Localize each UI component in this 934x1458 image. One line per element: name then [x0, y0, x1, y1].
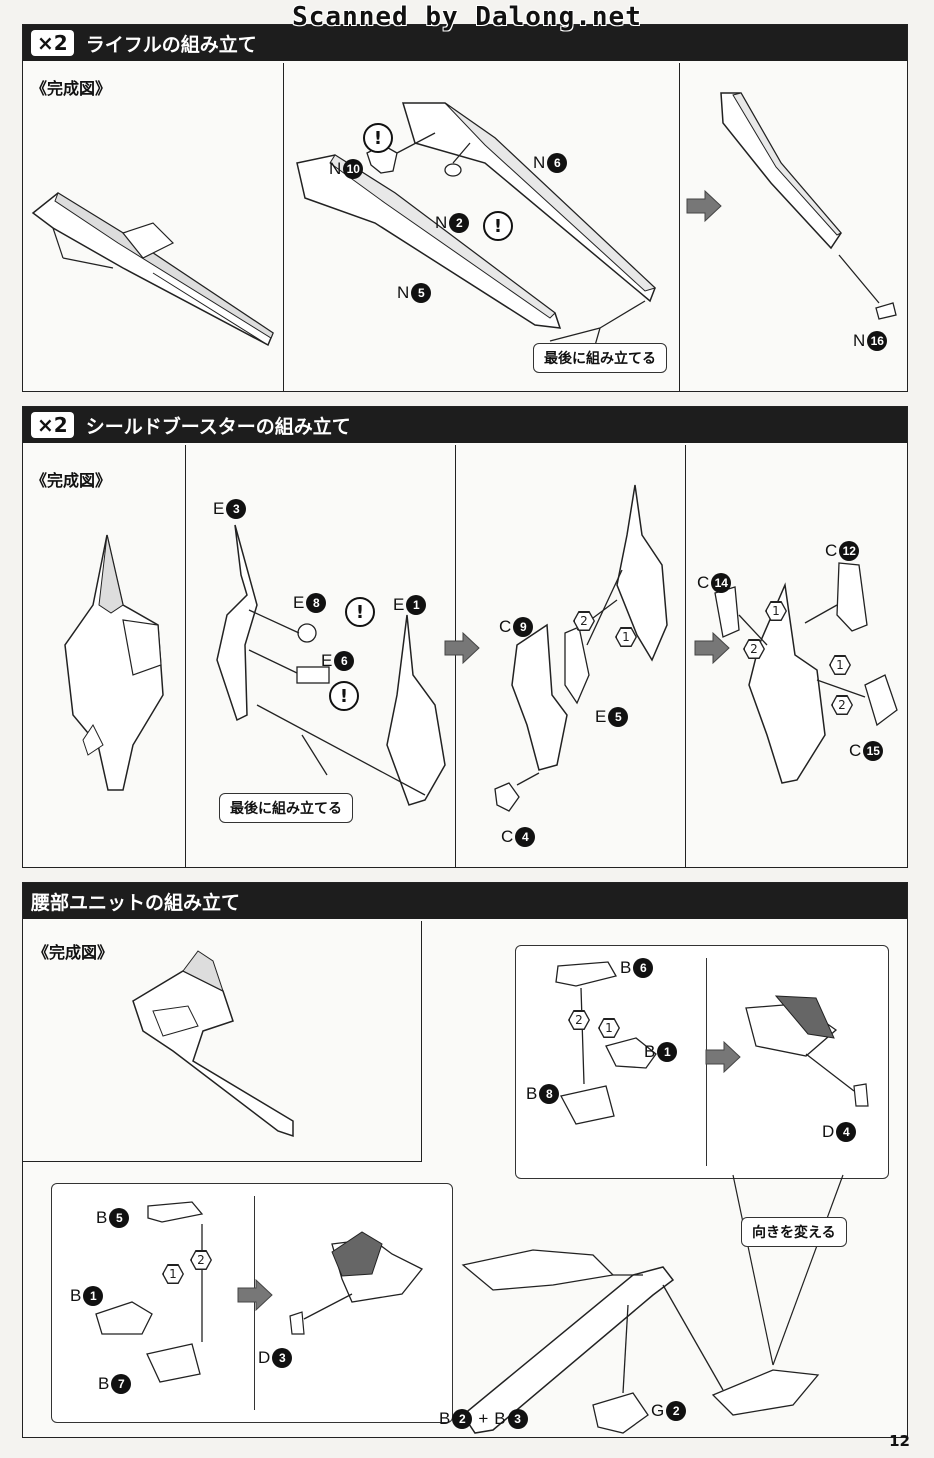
multiplier-badge: ×2	[31, 412, 74, 438]
next-step-arrow	[237, 1278, 273, 1312]
warning-icon: !	[363, 123, 393, 153]
section-header: ×2 ライフルの組み立て	[23, 25, 907, 61]
step-number-2: 2	[190, 1250, 212, 1270]
shield-step2-illustration	[494, 484, 668, 812]
rifle-section: ×2 ライフルの組み立て 《完成図》	[22, 24, 908, 392]
step-number-2: 2	[743, 639, 765, 659]
rifle-complete-illustration	[31, 192, 274, 347]
shield-step3-illustration	[714, 562, 898, 784]
waist-step1-illustration	[555, 961, 869, 1125]
step-number-1: 1	[615, 627, 637, 647]
change-direction-callout: 向きを変える	[741, 1217, 847, 1247]
next-step-arrow	[686, 189, 722, 223]
rifle-n16-illustration	[720, 92, 897, 320]
rifle-parts-illustration	[296, 102, 656, 364]
section-header: 腰部ユニットの組み立て	[23, 883, 907, 919]
assemble-last-callout: 最後に組み立てる	[533, 343, 667, 373]
section-title: ライフルの組み立て	[85, 33, 257, 56]
waist-final-illustration	[461, 1174, 844, 1434]
step-number-2: 2	[573, 611, 595, 631]
complete-heading: 《完成図》	[31, 79, 112, 98]
step-number-2: 2	[568, 1010, 590, 1030]
assemble-last-callout: 最後に組み立てる	[219, 793, 353, 823]
step-number-1: 1	[765, 601, 787, 621]
warning-icon: !	[345, 597, 375, 627]
complete-panel: 《完成図》	[23, 63, 284, 391]
shield-parts-illustration	[216, 524, 446, 806]
warning-icon: !	[483, 211, 513, 241]
multiplier-badge: ×2	[31, 30, 74, 56]
section-title: 腰部ユニットの組み立て	[31, 891, 241, 914]
waist-step2-illustration	[95, 1201, 424, 1383]
complete-panel: 《完成図》	[23, 921, 422, 1162]
shield-complete-illustration	[64, 534, 164, 791]
next-step-arrow	[705, 1040, 741, 1074]
step-number-2: 2	[831, 695, 853, 715]
divider	[254, 1196, 255, 1410]
watermark: Scanned by Dalong.net	[292, 2, 642, 32]
next-step-arrow	[444, 631, 480, 665]
step-number-1: 1	[162, 1264, 184, 1284]
section-header: ×2 シールドブースターの組み立て	[23, 407, 907, 443]
next-step-arrow	[694, 631, 730, 665]
step-number-1: 1	[598, 1018, 620, 1038]
section-title: シールドブースターの組み立て	[85, 415, 351, 438]
complete-panel: 《完成図》	[23, 445, 186, 867]
page-number: 12	[889, 1432, 910, 1450]
complete-heading: 《完成図》	[31, 471, 112, 490]
step-number-1: 1	[829, 655, 851, 675]
waist-complete-illustration	[132, 950, 294, 1138]
warning-icon: !	[329, 681, 359, 711]
complete-heading: 《完成図》	[33, 943, 114, 962]
